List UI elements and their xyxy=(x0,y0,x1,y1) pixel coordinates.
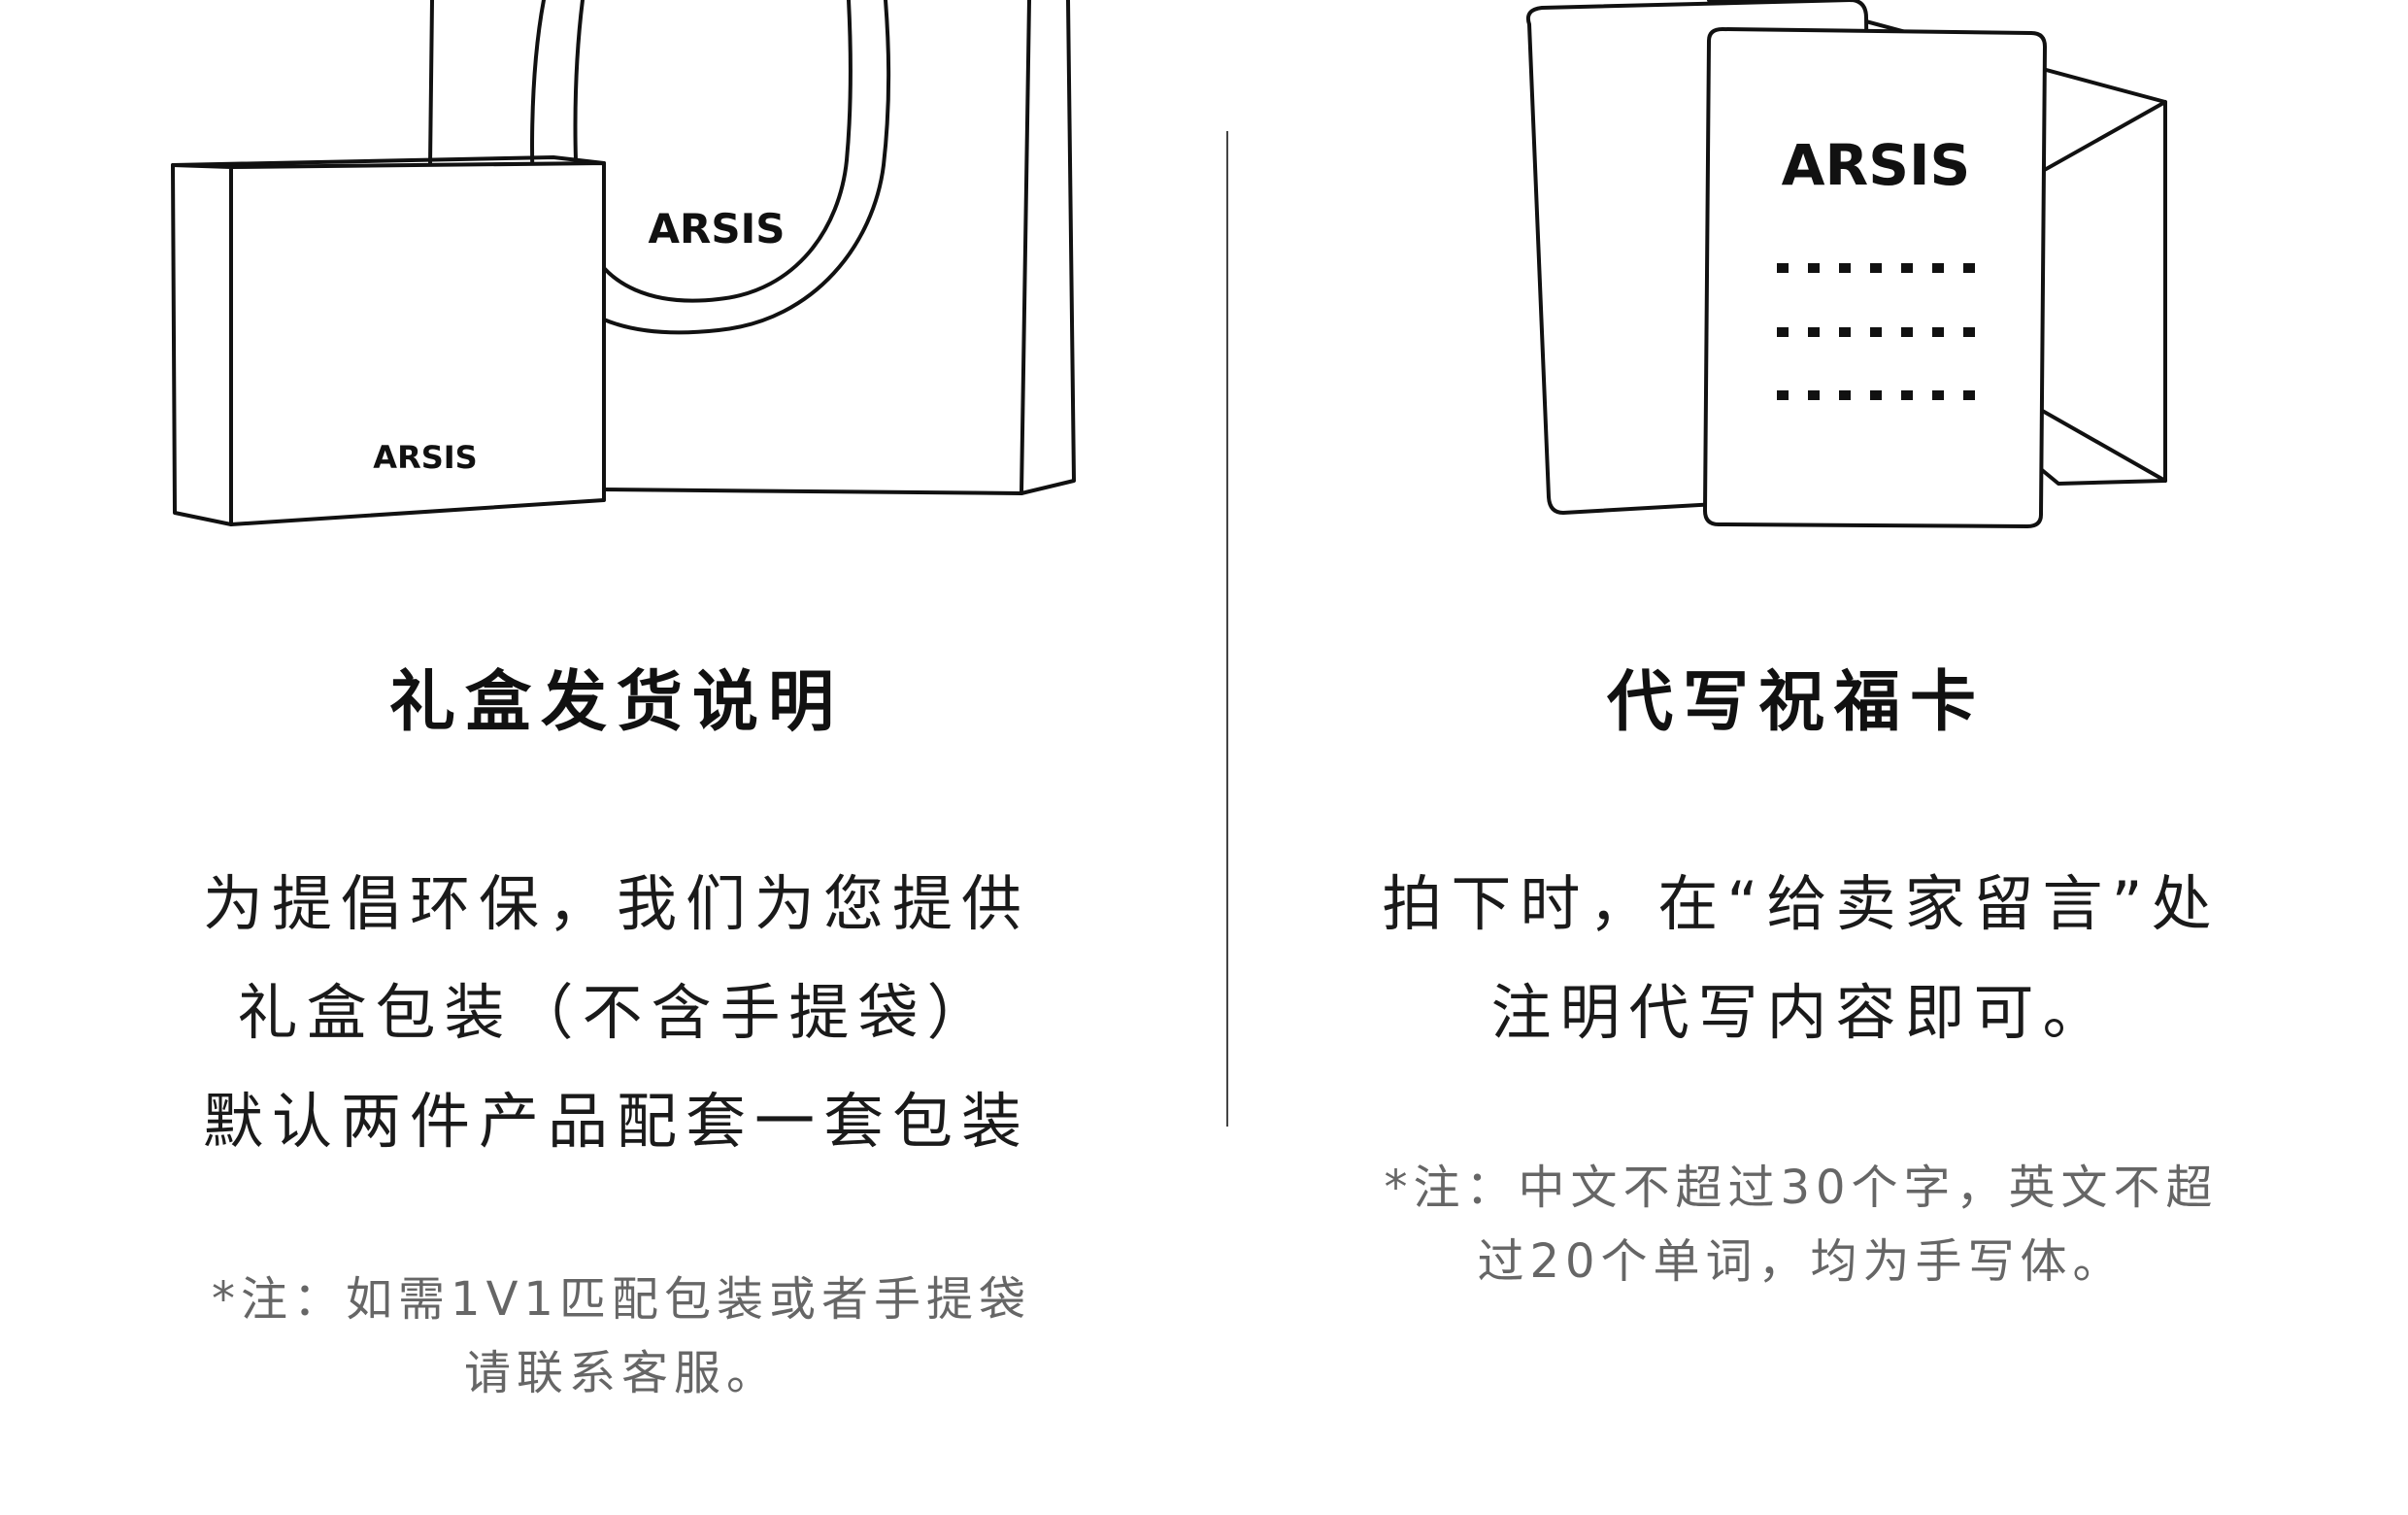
gift-box-title: 礼盒发货说明 xyxy=(388,664,844,741)
greeting-card-description: 拍下时，在“给卖家留言”处 注明代写内容即可。 xyxy=(1199,850,2403,1067)
greeting-card-title: 代写祝福卡 xyxy=(1606,664,1986,741)
gift-box-panel: ARSIS ARSIS 礼盒发货说明 为提倡环保，我们为您提供 礼盒包装（不含手… xyxy=(0,0,1204,1400)
gift-box-note: *注：如需1V1匹配包装或者手提袋 请联系客服。 xyxy=(19,1262,1223,1410)
greeting-card-line-2: 注明代写内容即可。 xyxy=(1490,977,2112,1048)
card-brand-label: ARSIS xyxy=(1782,132,1971,198)
box-brand-label: ARSIS xyxy=(373,439,477,476)
panel-divider xyxy=(1226,131,1228,1127)
bag-brand-label: ARSIS xyxy=(649,205,786,252)
gift-box-note-line-2: 请联系客服。 xyxy=(463,1346,779,1400)
greeting-card-icon: ARSIS xyxy=(1703,27,2047,528)
greeting-card-illustration: ARSIS xyxy=(1204,0,2408,602)
greeting-card-note-line-2: 过20个单词，均为手写体。 xyxy=(1477,1234,2125,1289)
greeting-card-panel: ARSIS 代写祝福卡 拍下时，在“给卖家留言”处 注明代写内容即可。 *注：中… xyxy=(1204,0,2408,1515)
gift-box-line-2: 礼盒包装（不含手提袋） xyxy=(237,977,996,1048)
gift-box-line-3: 默认两件产品配套一套包装 xyxy=(202,1086,1030,1157)
gift-box-description: 为提倡环保，我们为您提供 礼盒包装（不含手提袋） 默认两件产品配套一套包装 xyxy=(15,850,1219,1176)
greeting-card-note-line-1: *注：中文不超过30个字，英文不超 xyxy=(1384,1161,2219,1215)
greeting-card-note: *注：中文不超过30个字，英文不超 过20个单词，均为手写体。 xyxy=(1199,1151,2403,1298)
greeting-card-line-1: 拍下时，在“给卖家留言”处 xyxy=(1382,868,2221,939)
gift-box-line-1: 为提倡环保，我们为您提供 xyxy=(202,868,1030,939)
gift-box-illustration: ARSIS ARSIS xyxy=(0,0,1204,602)
gift-box-note-line-1: *注：如需1V1匹配包装或者手提袋 xyxy=(212,1272,1031,1327)
gift-box-icon: ARSIS xyxy=(171,155,606,526)
